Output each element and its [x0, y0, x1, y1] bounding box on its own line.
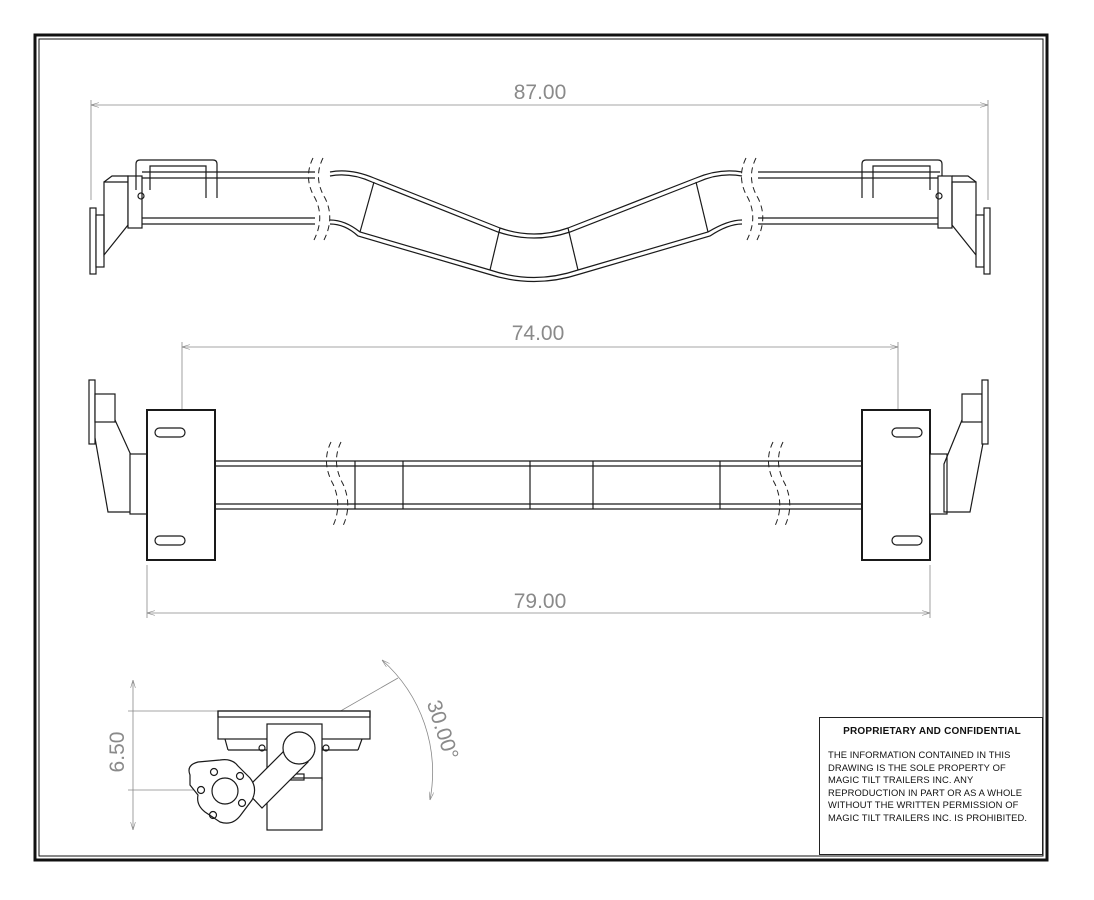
axle-top-view: 74.00 [88, 322, 989, 618]
dimension-label-overall-length: 87.00 [514, 81, 567, 104]
axle-end-view: 6.50 30.00° [106, 660, 463, 831]
dimension-label-spring-center: 74.00 [512, 322, 565, 345]
sheet-border [33, 33, 1049, 862]
confidentiality-notice: PROPRIETARY AND CONFIDENTIAL THE INFORMA… [819, 717, 1043, 855]
dimension-spring-center: 74.00 [181, 322, 899, 430]
dimension-hanger-span: 79.00 [146, 565, 931, 618]
dimension-label-drop-height: 6.50 [106, 732, 129, 773]
axle-front-view: 87.00 [89, 81, 991, 283]
dimension-overall-length: 87.00 [90, 81, 989, 200]
dimension-label-angle: 30.00° [422, 697, 463, 762]
notice-body: THE INFORMATION CONTAINED IN THIS DRAWIN… [828, 749, 1028, 823]
notice-title: PROPRIETARY AND CONFIDENTIAL [843, 726, 1021, 737]
dimension-label-hanger-span: 79.00 [514, 590, 567, 613]
